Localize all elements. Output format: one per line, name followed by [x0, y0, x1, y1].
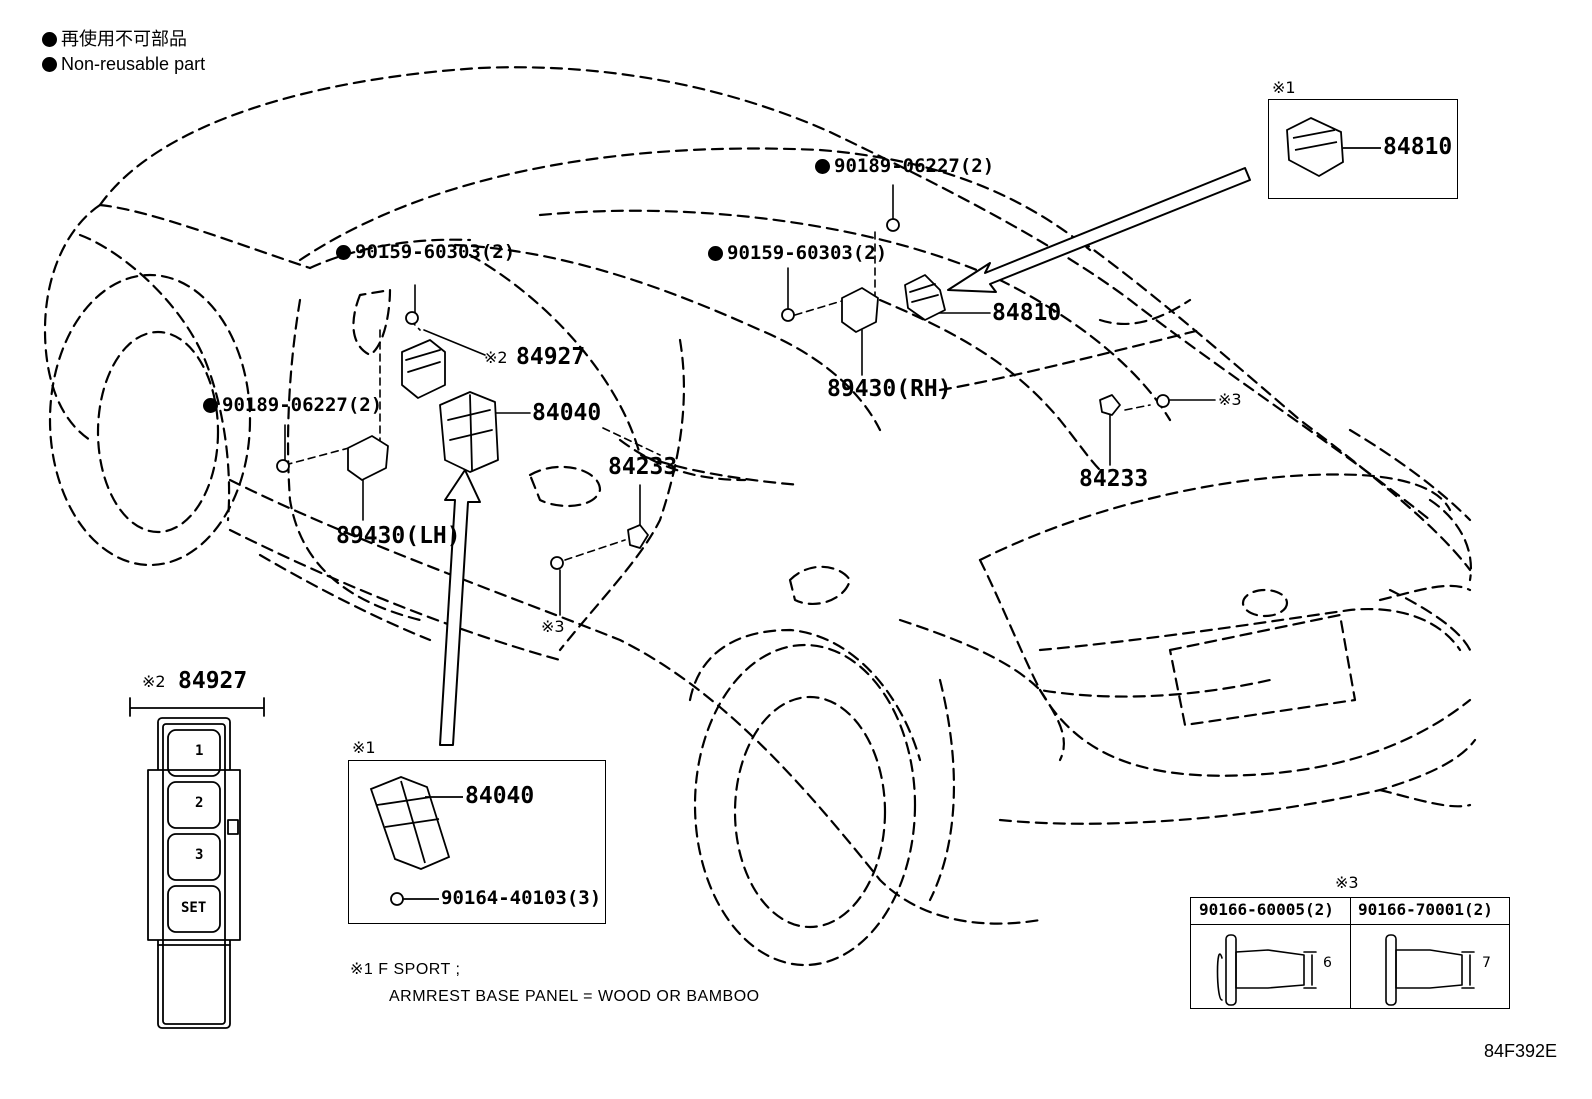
inset-middle-part: 84040 — [465, 783, 535, 809]
inset-switch-mark: ※2 — [142, 672, 166, 691]
non-reusable-dot-icon — [708, 246, 723, 261]
non-reusable-dot-icon — [42, 32, 57, 47]
callout-90159-right-text: 90159-60303(2) — [727, 242, 888, 264]
legend-en-text: Non-reusable part — [61, 54, 206, 74]
control-unit-icon — [369, 776, 463, 906]
fastener-table: 90166-60005(2) 90166-70001(2) 6 7 — [1190, 897, 1510, 1009]
callout-84233-right: 84233 — [1079, 466, 1149, 492]
legend-jp: 再使用不可部品 — [42, 30, 187, 48]
callout-90159-left-text: 90159-60303(2) — [355, 241, 516, 263]
non-reusable-dot-icon — [336, 245, 351, 260]
non-reusable-dot-icon — [815, 159, 830, 174]
inset-fasteners-mark: ※3 — [1335, 873, 1359, 892]
switch-inset-drawing — [129, 697, 265, 1029]
callout-90189-left-text: 90189-06227(2) — [222, 394, 383, 416]
footnote-line1: ※1 F SPORT ; — [350, 961, 461, 978]
callout-90189-right: 90189-06227(2) — [815, 157, 994, 176]
inset-topright-box: 84810 — [1268, 99, 1458, 199]
callout-mark3-right: ※3 — [1218, 390, 1242, 409]
callout-90189-left: 90189-06227(2) — [203, 396, 382, 415]
non-reusable-dot-icon — [42, 57, 57, 72]
figure-id: 84F392E — [1484, 1041, 1558, 1061]
inset-middle-mark: ※1 — [352, 738, 376, 757]
legend-en: Non-reusable part — [42, 55, 205, 73]
callout-84927-mark: ※2 — [484, 348, 508, 367]
callout-84233-left: 84233 — [608, 454, 678, 480]
fastener-dim1: 6 — [1323, 955, 1332, 971]
pointer-arrows — [439, 167, 1251, 746]
callout-90159-left: 90159-60303(2) — [336, 243, 515, 262]
non-reusable-dot-icon — [203, 398, 218, 413]
callout-84810: 84810 — [992, 300, 1062, 326]
callout-90189-right-text: 90189-06227(2) — [834, 155, 995, 177]
inset-topright-part: 84810 — [1383, 134, 1453, 160]
memory-button-3: 3 — [195, 847, 204, 863]
memory-button-set: SET — [181, 900, 207, 916]
car-body-outline — [43, 66, 1477, 967]
part-sketches — [276, 218, 1170, 570]
inset-topright-mark: ※1 — [1272, 78, 1296, 97]
fastener-table-divider — [1350, 898, 1351, 1008]
callout-mark3-left: ※3 — [541, 617, 565, 636]
fastener-col2-label: 90166-70001(2) — [1358, 900, 1493, 919]
fastener-drawings — [1216, 934, 1475, 1006]
switch-part-icon — [1286, 117, 1381, 178]
memory-button-2: 2 — [195, 795, 204, 811]
memory-button-1: 1 — [195, 743, 204, 759]
legend-jp-text: 再使用不可部品 — [61, 29, 187, 49]
leader-lines — [284, 184, 1216, 616]
inset-switch-part: 84927 — [178, 668, 248, 694]
footnote-line2: ARMREST BASE PANEL = WOOD OR BAMBOO — [389, 988, 760, 1005]
inset-middle-box: 84040 90164-40103(3) — [348, 760, 606, 924]
callout-90159-right: 90159-60303(2) — [708, 244, 887, 263]
inset-middle-screw: 90164-40103(3) — [441, 887, 602, 909]
callout-84927: 84927 — [516, 344, 586, 370]
fastener-col1-label: 90166-60005(2) — [1199, 900, 1334, 919]
callout-89430-rh: 89430(RH) — [827, 376, 952, 402]
fastener-dim2: 7 — [1482, 955, 1491, 971]
callout-89430-lh: 89430(LH) — [336, 523, 461, 549]
callout-84040: 84040 — [532, 400, 602, 426]
